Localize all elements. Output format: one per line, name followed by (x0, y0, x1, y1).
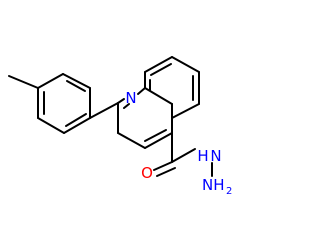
bond (117, 132, 146, 149)
bond (62, 73, 91, 89)
carbonyl-bond (153, 161, 173, 171)
bond (171, 148, 196, 163)
ring-nitrogen-label: N (125, 89, 136, 107)
double-bond-inner (65, 113, 87, 127)
molecule-structure: N O H N NH 2 (8, 56, 232, 197)
aryl-link-bond (89, 102, 119, 119)
methyl-bond (8, 75, 39, 89)
carbonyl-bond (156, 167, 176, 177)
nh-n-label: N (210, 147, 221, 165)
bond (63, 117, 91, 134)
methylphenyl-ring (8, 73, 91, 134)
double-bond-inner (123, 103, 130, 109)
bond (137, 87, 146, 95)
nh-h-label: H (197, 147, 208, 165)
double-bond-inner (66, 80, 86, 92)
pyridine-ring (117, 87, 173, 149)
carbohydrazide-group (153, 132, 213, 177)
bond (37, 73, 64, 89)
bond (171, 103, 200, 119)
bond (117, 98, 125, 104)
bond (171, 56, 200, 73)
bond (144, 56, 173, 73)
benzo-ring (144, 56, 200, 119)
oxygen-label: O (141, 164, 153, 182)
bond (144, 132, 173, 149)
bond (37, 117, 65, 134)
bond (144, 87, 173, 105)
double-bond-inner (144, 129, 167, 142)
double-bond-inner (150, 63, 172, 76)
nh2-subscript: 2 (226, 186, 232, 197)
nh2-label: NH (202, 176, 225, 194)
